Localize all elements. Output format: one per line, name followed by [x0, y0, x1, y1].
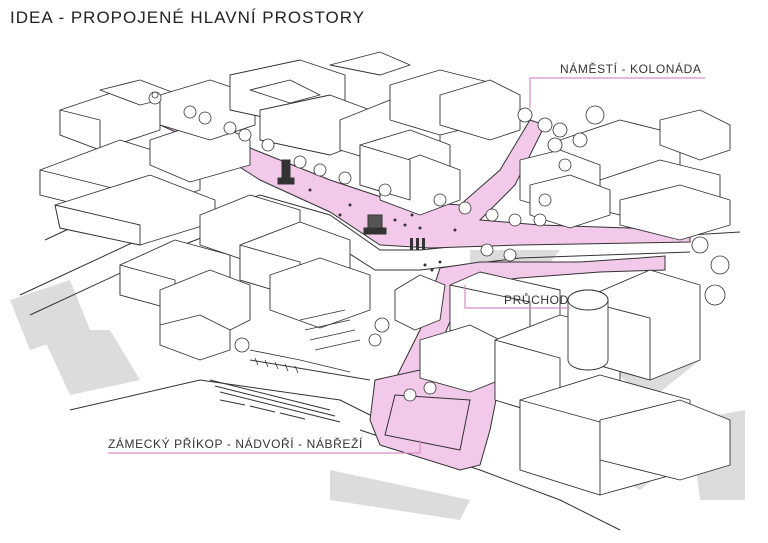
river-bank	[209, 379, 341, 423]
trees	[148, 91, 730, 402]
parking-lot	[249, 309, 361, 374]
label-leaders	[108, 77, 705, 454]
buildings	[39, 51, 731, 496]
crosswalk	[410, 238, 425, 250]
people	[308, 188, 457, 272]
diagram-title: IDEA - PROPOJENÉ HLAVNÍ PROSTORY	[10, 8, 366, 27]
label-moat-courtyard-embankment: ZÁMECKÝ PŘÍKOP - NÁDVOŘÍ - NÁBŘEŽÍ	[108, 437, 363, 451]
monuments	[277, 159, 387, 235]
courtyard-plaza	[384, 394, 471, 451]
label-passage: PRŮCHOD	[504, 293, 569, 307]
label-square-colonnade: NÁMĚSTÍ - KOLONÁDA	[560, 62, 702, 76]
